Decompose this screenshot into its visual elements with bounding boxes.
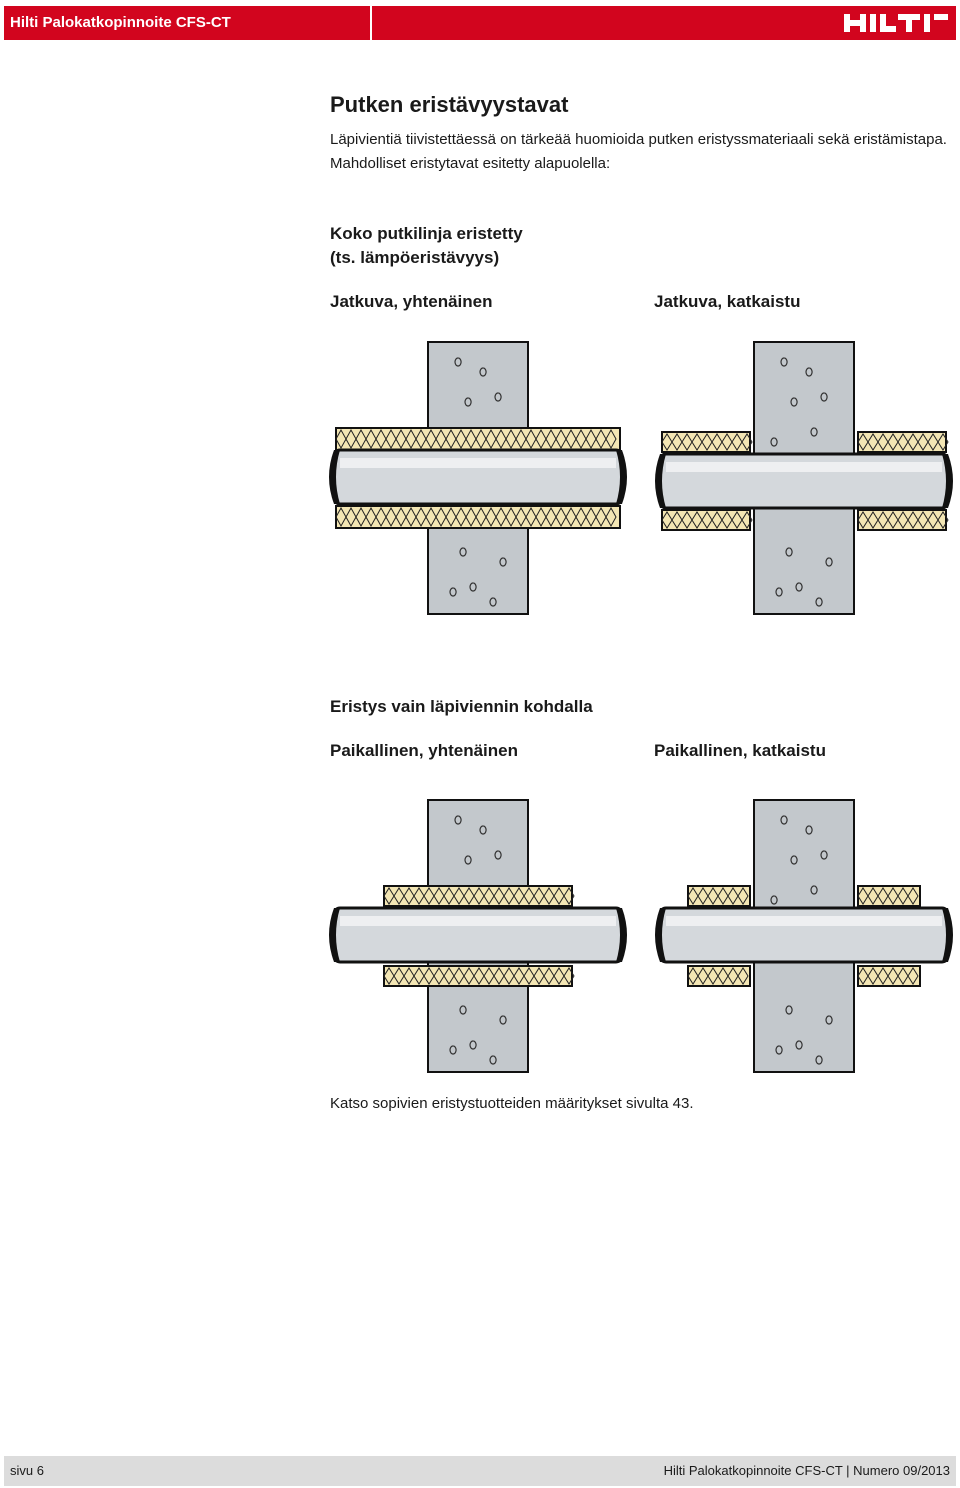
page-footer: sivu 6 Hilti Palokatkopinnoite CFS-CT | … bbox=[4, 1456, 956, 1486]
insulation-bottom-right-pattern bbox=[857, 511, 949, 529]
insulation-top-left bbox=[687, 885, 751, 907]
pipe-end-left bbox=[655, 454, 666, 508]
label-continuous-cut: Jatkuva, katkaistu bbox=[654, 292, 801, 311]
insulation-bottom bbox=[335, 505, 621, 529]
pipe-end-right bbox=[942, 908, 953, 962]
wall-aggregate bbox=[770, 815, 833, 1065]
label-local-uniform: Paikallinen, yhtenäinen bbox=[330, 741, 519, 760]
figure-continuous-uniform bbox=[329, 341, 627, 615]
insulation-top-pattern bbox=[383, 887, 575, 905]
wall-aggregate bbox=[770, 357, 833, 607]
pipe-end-right bbox=[942, 454, 953, 508]
pipe-end-left bbox=[329, 450, 340, 504]
header-title: Hilti Palokatkopinnoite CFS-CT bbox=[4, 6, 370, 40]
section1-title-line2: (ts. lämpöeristävyys) bbox=[330, 248, 500, 267]
insulation-top-right-pattern bbox=[857, 433, 949, 451]
label-continuous-uniform: Jatkuva, yhtenäinen bbox=[330, 292, 493, 311]
footnote: Katso sopivien eristystuotteiden määrity… bbox=[330, 1095, 694, 1112]
figure-continuous-cut bbox=[655, 341, 953, 615]
section1-title-line1: Koko putkilinja eristetty bbox=[330, 224, 523, 243]
insulation-top-left-pattern bbox=[661, 433, 753, 451]
insulation-bottom-left-pattern bbox=[687, 967, 749, 985]
pipe-highlight bbox=[666, 462, 942, 472]
pipe-highlight bbox=[340, 458, 616, 468]
insulation-top bbox=[335, 427, 621, 451]
page-title: Putken eristävyystavat bbox=[330, 92, 569, 117]
insulation-top-right-pattern bbox=[857, 887, 919, 905]
pipe-end-right bbox=[616, 450, 627, 504]
pipe-highlight bbox=[340, 916, 616, 926]
label-local-cut: Paikallinen, katkaistu bbox=[654, 741, 826, 760]
insulation-bottom-pattern bbox=[383, 967, 575, 985]
section1-title: Koko putkilinja eristetty (ts. lämpöeris… bbox=[330, 222, 523, 270]
page-number: sivu 6 bbox=[10, 1463, 44, 1478]
publication-info: Hilti Palokatkopinnoite CFS-CT | Numero … bbox=[663, 1463, 950, 1478]
insulation-bottom-left-pattern bbox=[661, 511, 753, 529]
pipe-end-right bbox=[616, 908, 627, 962]
insulation-bottom-left bbox=[687, 965, 751, 987]
pipe-end-left bbox=[655, 908, 666, 962]
insulation-bottom-right-pattern bbox=[857, 967, 919, 985]
insulation-bottom-pattern bbox=[335, 506, 617, 528]
pipe-highlight bbox=[666, 916, 942, 926]
figure-local-cut bbox=[655, 799, 953, 1073]
intro-block: Putken eristävyystavat Läpivientiä tiivi… bbox=[330, 90, 956, 176]
page-header: Hilti Palokatkopinnoite CFS-CT bbox=[4, 6, 956, 40]
header-band bbox=[372, 6, 956, 40]
insulation-top-left-pattern bbox=[687, 887, 749, 905]
figure-local-uniform bbox=[329, 799, 627, 1073]
hilti-logo bbox=[844, 14, 948, 32]
insulation-bottom-right bbox=[857, 965, 921, 987]
intro-text: Läpivientiä tiivistettäessä on tärkeää h… bbox=[330, 131, 947, 172]
insulation-top-pattern bbox=[335, 428, 617, 450]
section2-title: Eristys vain läpiviennin kohdalla bbox=[330, 697, 593, 716]
insulation-top-right bbox=[857, 885, 921, 907]
pipe-end-left bbox=[329, 908, 340, 962]
